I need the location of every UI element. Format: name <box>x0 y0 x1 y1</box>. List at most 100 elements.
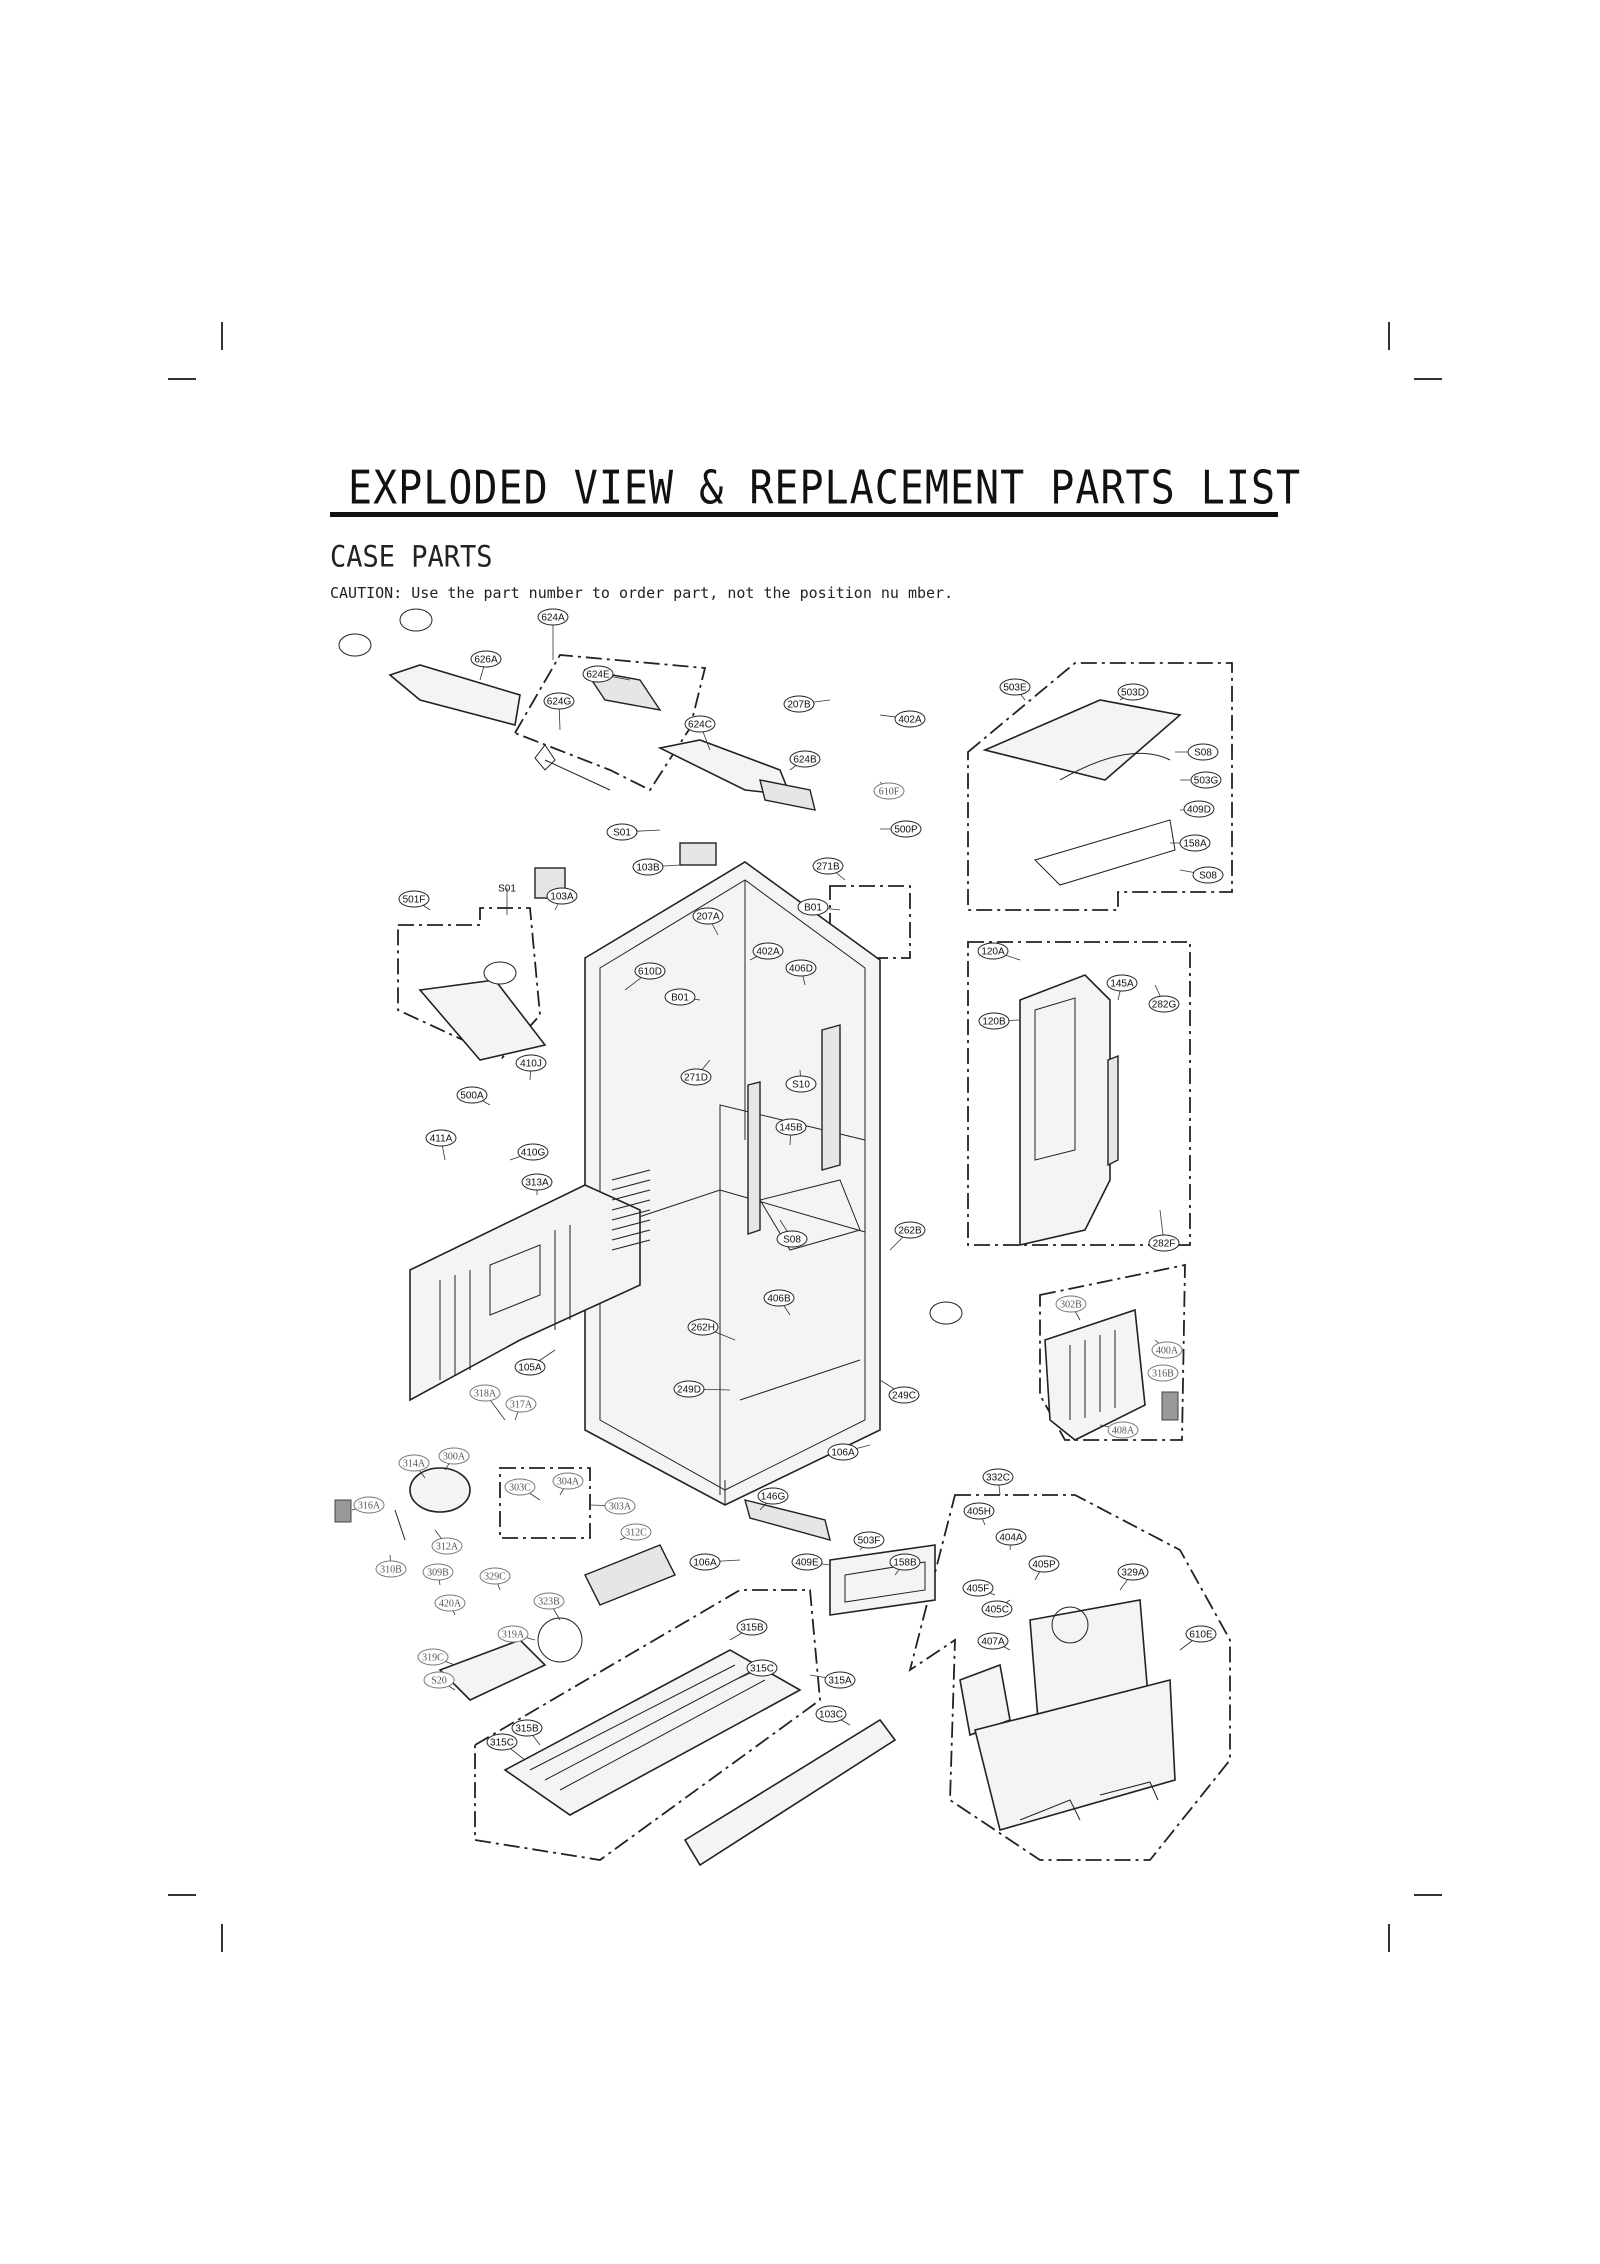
callout-bubble <box>894 1221 926 1239</box>
part-callout: S01 <box>498 884 516 895</box>
callout-bubble <box>783 695 815 713</box>
callout-label: 314A <box>403 1459 426 1470</box>
callout-bubble <box>353 1496 385 1514</box>
callout-bubble <box>1151 1341 1183 1359</box>
part-callout: 624G <box>543 692 575 710</box>
callout-label: 610F <box>879 787 900 798</box>
crop-mark <box>221 322 223 350</box>
page-title: EXPLODED VIEW & REPLACEMENT PARTS LIST <box>348 462 1302 515</box>
callout-bubble <box>479 1567 511 1585</box>
callout-label: 315A <box>828 1676 852 1687</box>
callout-bubble <box>1028 1555 1060 1573</box>
callout-bubble <box>981 1600 1013 1618</box>
part-callout: 312A <box>431 1537 463 1555</box>
callout-bubble <box>736 1618 768 1636</box>
group-outline-fan-module <box>908 1494 1231 1861</box>
callout-bubble <box>1147 1364 1179 1382</box>
part-callout: 103C <box>815 1705 847 1723</box>
part-callout: 158B <box>889 1553 921 1571</box>
callout-bubble <box>425 1129 457 1147</box>
callout-bubble <box>456 1086 488 1104</box>
callout-bubble <box>673 1380 705 1398</box>
part-callout: 624B <box>789 750 821 768</box>
part-callout: 316B <box>1147 1364 1179 1382</box>
callout-bubble <box>423 1671 455 1689</box>
crop-mark <box>168 1894 196 1896</box>
part-callout: S01 <box>606 823 638 841</box>
callout-bubble <box>963 1502 995 1520</box>
callout-label: 249D <box>677 1385 701 1396</box>
callout-bubble <box>543 692 575 710</box>
callout-bubble <box>827 1443 859 1461</box>
callout-label: 315C <box>490 1738 514 1749</box>
part-callout: 624E <box>582 665 614 683</box>
callout-label: 300A <box>443 1452 466 1463</box>
part-callout: 319A <box>497 1625 529 1643</box>
part-callout: 262H <box>687 1318 719 1336</box>
callout-bubble <box>515 1054 547 1072</box>
callout-label: 304A <box>557 1477 580 1488</box>
part-callout: B01 <box>797 898 829 916</box>
callout-bubble <box>514 1358 546 1376</box>
callout-label: 103B <box>636 863 660 874</box>
callout-label: 405H <box>967 1507 991 1518</box>
part-callout: 319C <box>417 1648 449 1666</box>
part-callout: 406D <box>785 959 817 977</box>
callout-label: 329C <box>484 1572 506 1583</box>
callout-label: 624A <box>541 613 565 624</box>
callout-bubble <box>417 1648 449 1666</box>
callout-label: 145A <box>1110 979 1134 990</box>
group-outline-evaporator <box>1039 1263 1186 1441</box>
callout-label: 501F <box>403 895 426 906</box>
callout-label: 303C <box>509 1483 531 1494</box>
crop-mark <box>1414 378 1442 380</box>
side-vent-grille <box>611 1169 651 1251</box>
part-callout: 503F <box>853 1531 885 1549</box>
callout-label: B01 <box>671 993 689 1004</box>
part-callout: 406B <box>763 1289 795 1307</box>
group-outline-base <box>474 1589 821 1861</box>
callout-bubble <box>398 890 430 908</box>
callout-bubble <box>873 782 905 800</box>
part-callout: 610E <box>1185 1625 1217 1643</box>
callout-label: 503E <box>1003 683 1027 694</box>
part-callout: 503G <box>1190 771 1222 789</box>
callout-bubble <box>431 1537 463 1555</box>
part-callout: 105A <box>514 1358 546 1376</box>
part-callout: S08 <box>776 1230 808 1248</box>
callout-bubble <box>982 1468 1014 1486</box>
callout-label: 303A <box>609 1502 632 1513</box>
part-callout: 146G <box>757 1487 789 1505</box>
part-callout: 323B <box>533 1592 565 1610</box>
callout-label: 318A <box>474 1389 497 1400</box>
callout-label: 271B <box>816 862 840 873</box>
callout-bubble <box>763 1289 795 1307</box>
callout-bubble <box>797 898 829 916</box>
tray <box>829 1544 936 1616</box>
part-callout: B01 <box>664 988 696 1006</box>
callout-label: 158B <box>893 1558 917 1569</box>
callout-label: S01 <box>613 828 631 839</box>
part-callout: 503D <box>1117 683 1149 701</box>
group-outline-relay <box>499 1467 591 1539</box>
part-callout: 332C <box>982 1468 1014 1486</box>
part-callout: 610D <box>634 962 666 980</box>
callout-label: 105A <box>518 1363 542 1374</box>
part-callout: 317A <box>505 1395 537 1413</box>
part-callout: S20 <box>423 1671 455 1689</box>
callout-label: 106A <box>693 1558 717 1569</box>
callout-bubble <box>1179 834 1211 852</box>
callout-label: 503G <box>1194 776 1219 787</box>
callout-bubble <box>977 942 1009 960</box>
callout-label: 626A <box>474 655 498 666</box>
section-heading: CASE PARTS <box>330 540 493 575</box>
callout-bubble <box>434 1594 466 1612</box>
callout-bubble <box>785 1075 817 1093</box>
callout-bubble <box>1117 1563 1149 1581</box>
callout-label: 282G <box>1152 1000 1177 1011</box>
callout-label: 624E <box>586 670 610 681</box>
part-callout: 207B <box>783 695 815 713</box>
callout-bubble <box>689 1553 721 1571</box>
callout-bubble <box>746 1659 778 1677</box>
crop-mark <box>221 1924 223 1952</box>
